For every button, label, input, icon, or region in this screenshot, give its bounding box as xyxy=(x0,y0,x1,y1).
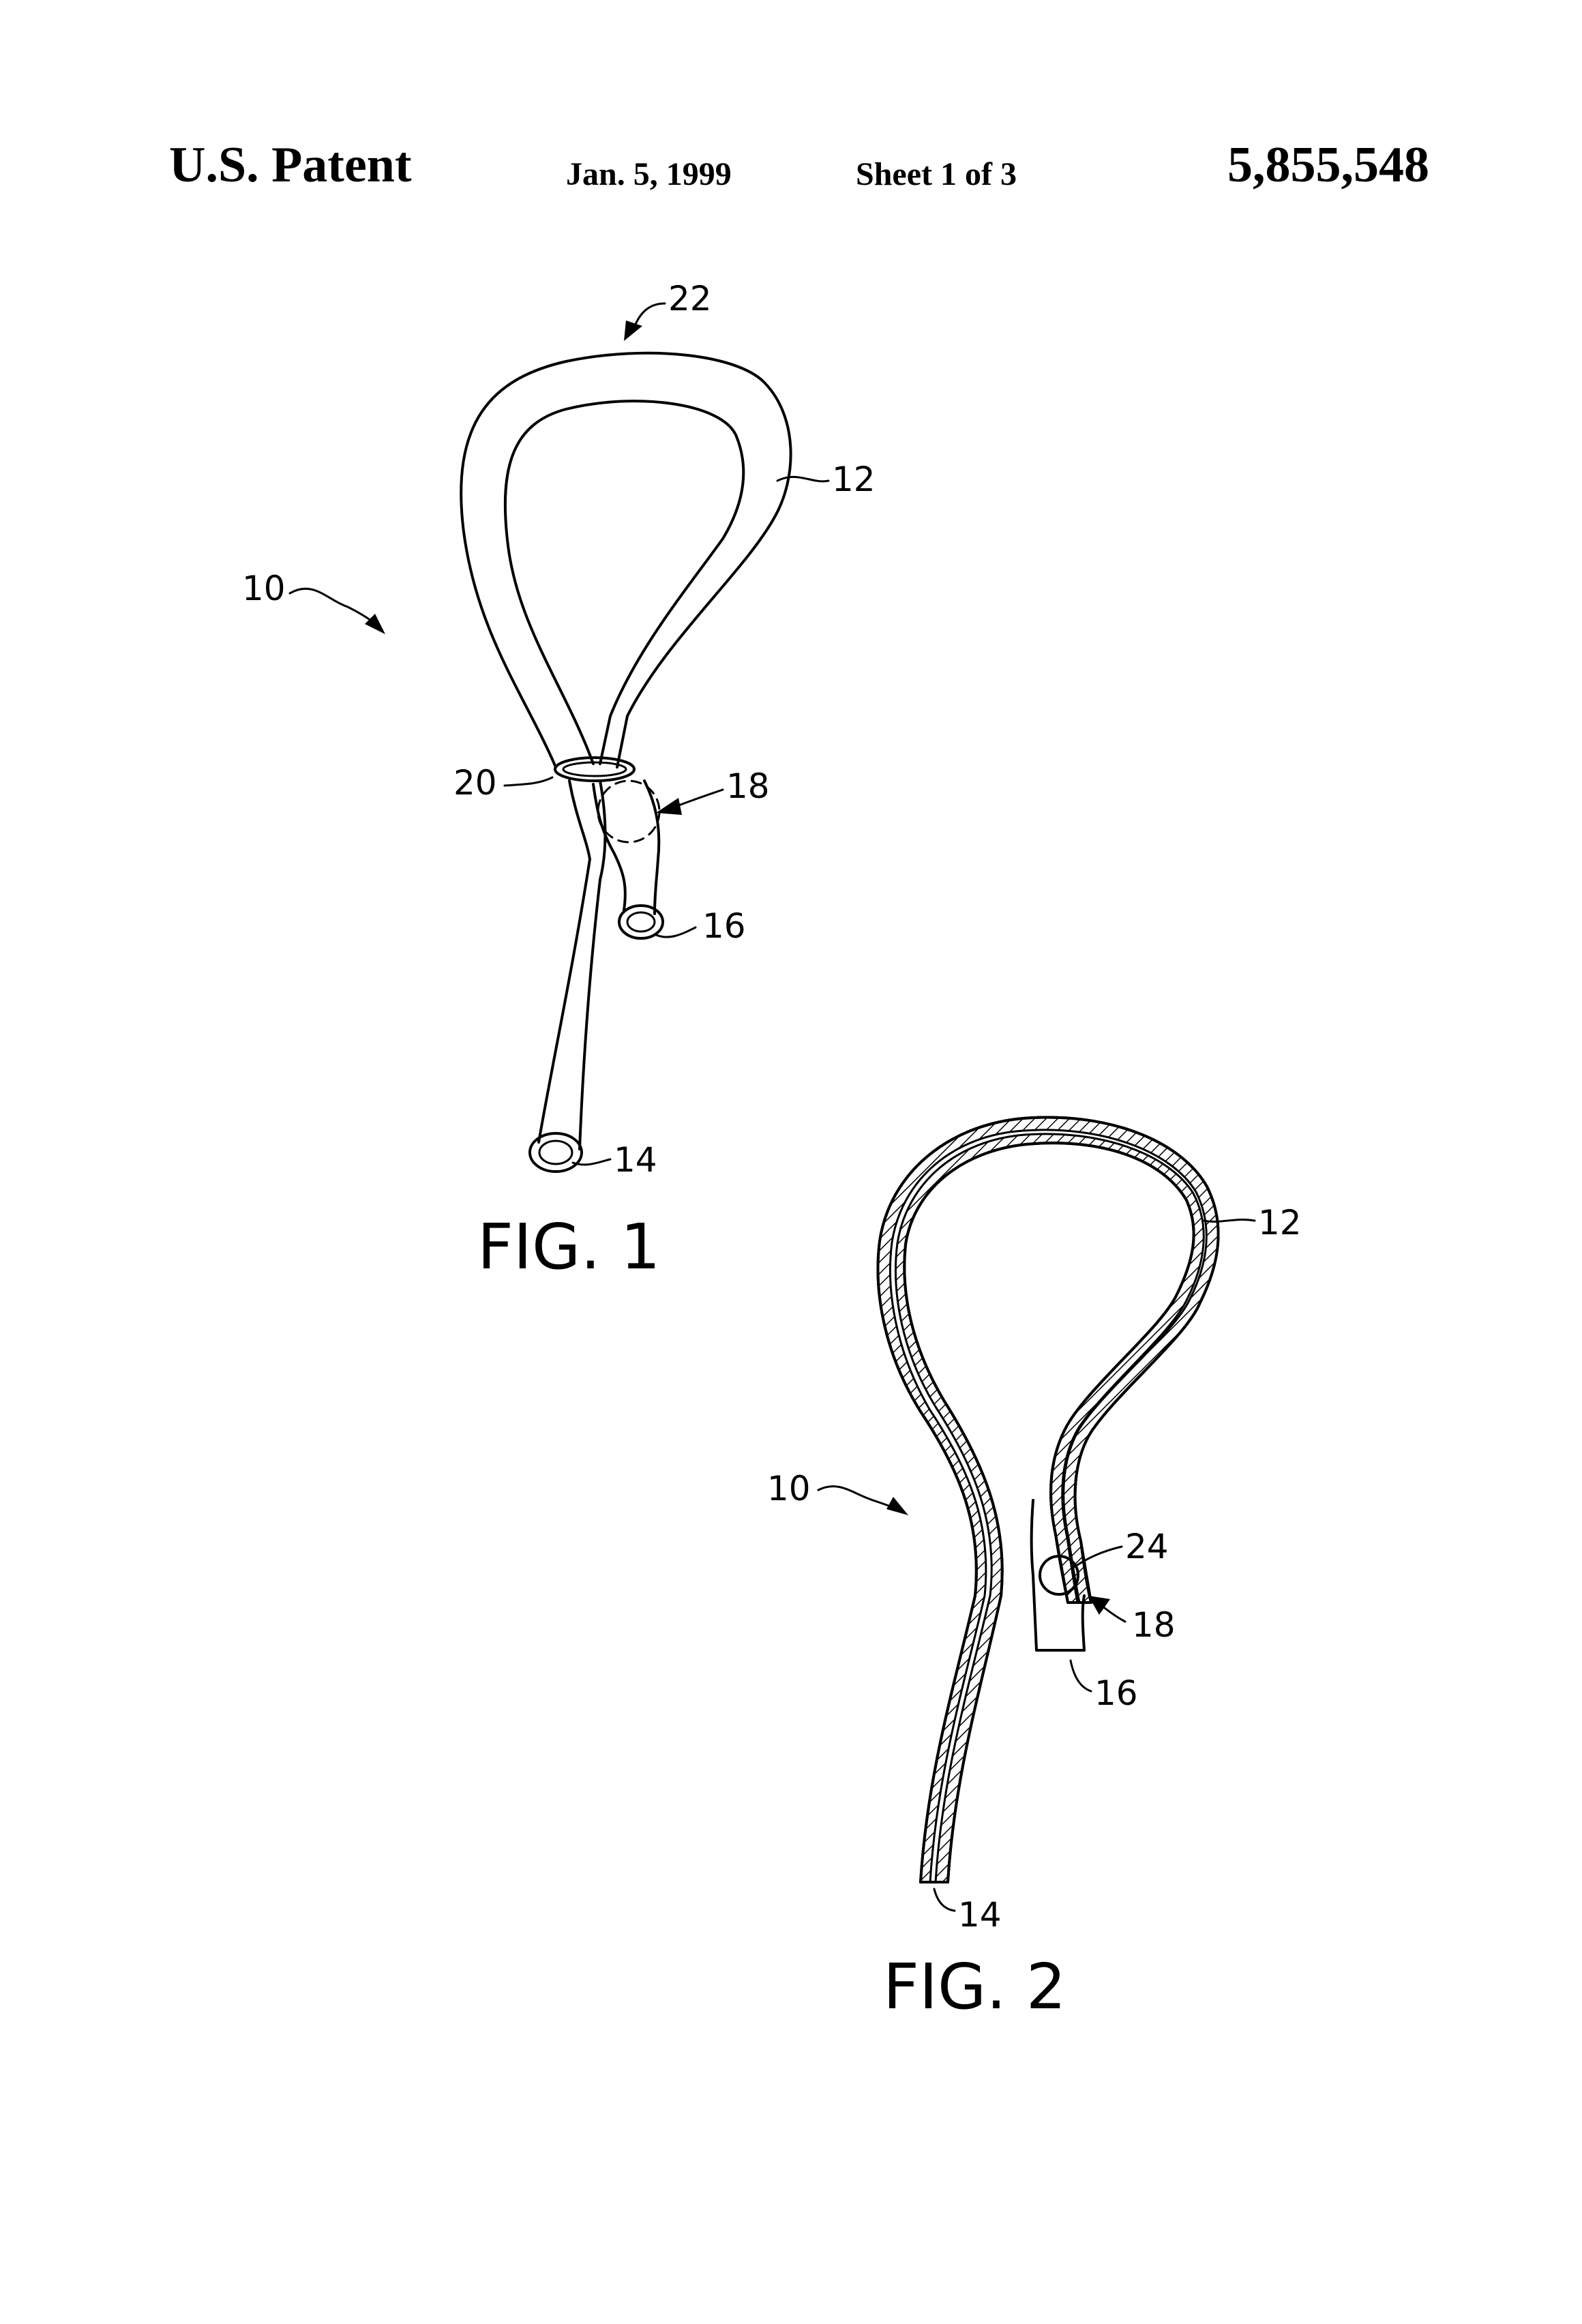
fig1-arrow-10 xyxy=(365,614,385,634)
fig2-ref-24: 24 xyxy=(1125,1527,1169,1566)
figure-1: 22 12 10 20 18 16 14 FIG. 1 xyxy=(242,279,876,1283)
fig2-ref-18: 18 xyxy=(1132,1605,1176,1645)
fig2-leader-14 xyxy=(934,1889,955,1911)
fig1-ref-16: 16 xyxy=(702,906,746,946)
fig2-ref-10: 10 xyxy=(767,1469,811,1508)
fig1-ref-22: 22 xyxy=(668,279,712,318)
fig2-leader-16 xyxy=(1071,1660,1091,1691)
fig1-end-14 xyxy=(530,1133,582,1172)
fig1-end-16-bore xyxy=(627,912,655,932)
fig2-arm-16-right xyxy=(1083,1596,1084,1650)
fig1-end-16 xyxy=(619,906,663,938)
fig2-label: FIG. 2 xyxy=(883,1950,1066,2023)
fig1-ref-18: 18 xyxy=(726,766,770,806)
fig1-leader-20 xyxy=(505,777,552,786)
fig1-ref-14: 14 xyxy=(614,1140,657,1180)
fig2-ref-16: 16 xyxy=(1094,1673,1138,1713)
fig2-arrow-10 xyxy=(886,1497,908,1515)
fig1-leader-10 xyxy=(290,589,378,626)
fig1-ref-10: 10 xyxy=(242,569,286,608)
fig2-ref-12: 12 xyxy=(1258,1203,1302,1242)
fig1-arrow-22 xyxy=(624,321,642,341)
fig1-end-14-bore xyxy=(539,1141,572,1164)
fig1-band-20-inner xyxy=(563,762,626,776)
fig1-leader-12 xyxy=(777,477,829,481)
fig2-wall-outer xyxy=(878,1117,1219,1882)
fig2-arm-16-left xyxy=(1032,1500,1036,1650)
fig2-ref-14: 14 xyxy=(958,1895,1002,1935)
fig1-band-20 xyxy=(555,758,634,781)
fig2-arrow-18 xyxy=(1088,1596,1110,1615)
fig1-label: FIG. 1 xyxy=(477,1210,660,1283)
fig1-loop-inner xyxy=(505,401,744,764)
fig1-ref-20: 20 xyxy=(453,763,497,803)
fig1-ref-12: 12 xyxy=(832,460,876,499)
fig1-leader-22 xyxy=(634,303,665,327)
fig2-outer-contour xyxy=(878,1117,1219,1882)
fig1-valve-18 xyxy=(598,781,659,842)
figure-2: 12 10 24 18 16 14 FIG. 2 xyxy=(767,1117,1302,2023)
